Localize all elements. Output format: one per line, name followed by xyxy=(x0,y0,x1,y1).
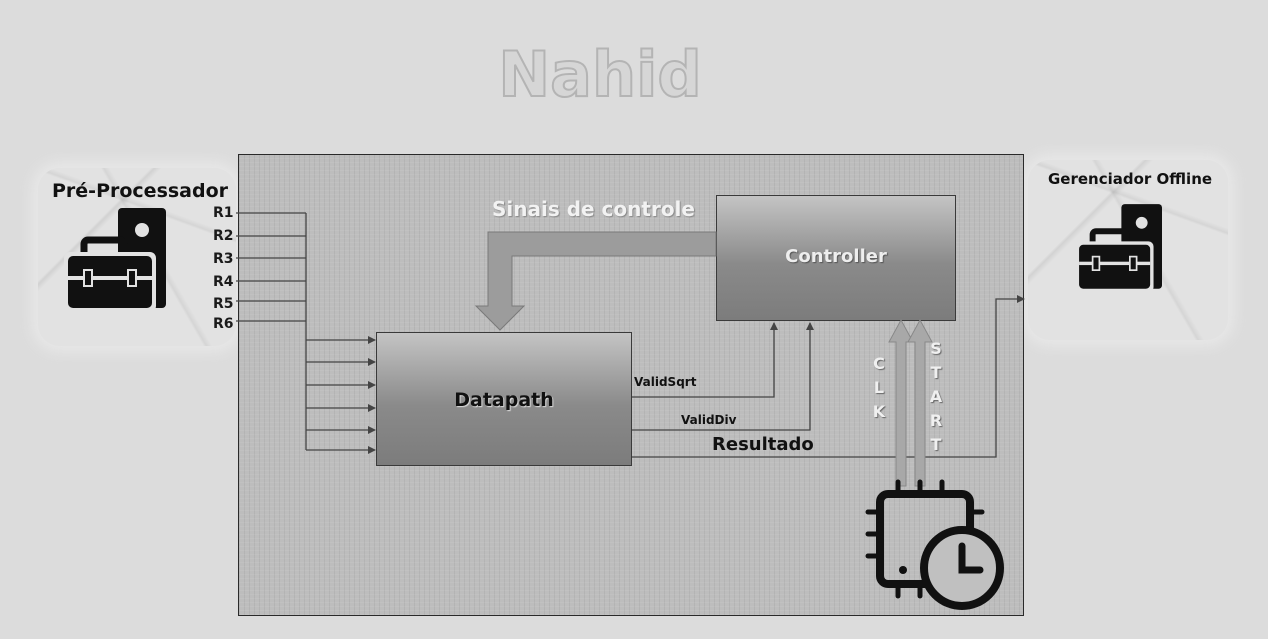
register-label-r4: R4 xyxy=(213,274,234,290)
controller-label: Controller xyxy=(785,246,887,267)
register-label-r3: R3 xyxy=(213,251,234,267)
offline-manager-label: Gerenciador Offline xyxy=(1048,170,1213,188)
register-bus xyxy=(236,212,307,450)
page-title: Nahid xyxy=(497,37,703,112)
register-label-r5: R5 xyxy=(213,296,234,312)
control-signals-label: Sinais de controle xyxy=(492,197,695,221)
toolbox-server-icon xyxy=(1075,204,1162,293)
datapath-label: Datapath xyxy=(454,389,554,411)
valid-sqrt-label: ValidSqrt xyxy=(634,375,697,389)
datapath-block: Datapath xyxy=(376,332,632,466)
controller-block: Controller xyxy=(716,195,956,321)
datapath-input-arrows xyxy=(306,336,376,454)
offline-manager-card: Gerenciador Offline xyxy=(1028,160,1228,340)
register-label-r2: R2 xyxy=(213,228,234,244)
control-signals-arrow xyxy=(474,231,717,331)
toolbox-server-icon xyxy=(64,208,166,312)
valid-div-line xyxy=(632,322,814,431)
chip-clock-icon xyxy=(865,479,1004,610)
result-label: Resultado xyxy=(712,434,814,455)
register-label-r1: R1 xyxy=(213,205,234,221)
start-arrow xyxy=(907,318,933,487)
result-line xyxy=(632,295,1025,458)
preprocessor-label: Pré-Processador xyxy=(52,180,229,202)
register-label-r6: R6 xyxy=(213,316,234,332)
valid-sqrt-line xyxy=(632,322,778,398)
preprocessor-card: Pré-Processador xyxy=(38,168,236,346)
clk-label: CLK xyxy=(872,354,886,421)
valid-div-label: ValidDiv xyxy=(681,413,737,427)
clk-arrow xyxy=(888,318,914,487)
start-label: START xyxy=(929,339,943,454)
